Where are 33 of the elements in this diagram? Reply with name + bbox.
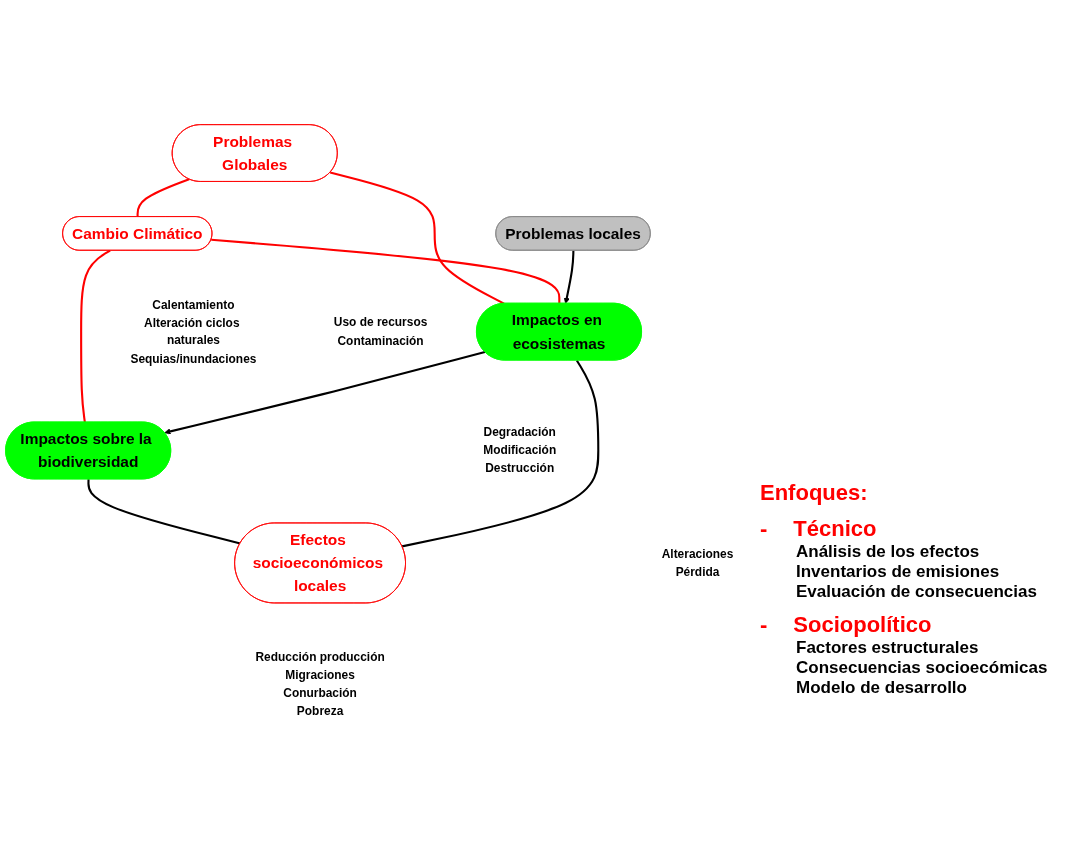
arrow: [164, 350, 486, 435]
note-text: Análisis de los efectos: [795, 542, 981, 562]
subheading: Sociopolítico: [793, 612, 932, 638]
section-heading: Enfoques:: [760, 480, 869, 506]
node-label: Modificación: [483, 443, 557, 457]
node-label: Sequias/inundaciones: [130, 351, 257, 365]
connector: [401, 359, 600, 548]
node-label: Conurbación: [283, 686, 357, 700]
node-label: Migraciones: [285, 668, 355, 682]
node-label: Alteración ciclos naturales: [144, 315, 240, 347]
connector: [87, 479, 241, 545]
node-label: Pérdida: [675, 564, 720, 579]
node-label: Contaminación: [337, 333, 424, 347]
node-label: Calentamiento: [152, 297, 235, 312]
note-text: Inventarios de emisiones: [795, 562, 1001, 582]
bullet-dash: -: [760, 516, 768, 542]
node-label: Destrucción: [485, 461, 555, 475]
connector: [136, 178, 190, 217]
connector: [329, 171, 505, 305]
subheading: Técnico: [793, 516, 877, 542]
node-label: Reducción producción: [255, 650, 385, 664]
node-label: Degradación: [483, 425, 556, 439]
arrow: [563, 250, 575, 304]
connector: [211, 238, 561, 304]
node-label: Alteraciones: [661, 546, 734, 561]
node-label: Pobreza: [296, 704, 344, 718]
note-text: Modelo de desarrollo: [795, 678, 968, 698]
note-text: Consecuencias socioecómicas: [795, 658, 1049, 678]
note-text: Evaluación de consecuencias: [795, 582, 1038, 602]
connector: [80, 249, 111, 423]
note-text: Factores estructurales: [795, 638, 980, 658]
bullet-dash: -: [760, 612, 768, 638]
node-label: Uso de recursos: [333, 315, 428, 330]
